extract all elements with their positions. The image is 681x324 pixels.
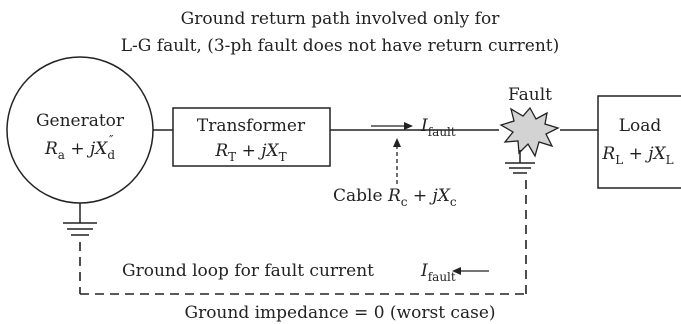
load-box (597, 95, 681, 189)
caption-line-1: Ground return path involved only for (181, 9, 501, 29)
generator-label: Generator (36, 111, 125, 131)
return-current-arrowhead (452, 267, 461, 275)
caption-line-2: L-G fault, (3-ph fault does not have ret… (121, 36, 559, 56)
ground-loop-label: Ground loop for fault current (122, 261, 374, 281)
cable-impedance: Cable Rc + jXc (333, 186, 457, 209)
load-label: Load (619, 116, 662, 136)
generator-impedance: Ra + jXd″ (44, 133, 115, 162)
fault-label: Fault (508, 85, 552, 105)
generator-ground-symbol (63, 203, 97, 236)
return-current-label: Ifault (420, 261, 456, 284)
ground-return-loop (79, 180, 527, 295)
fault-current-arrowhead (404, 122, 413, 130)
fault-burst-icon (499, 106, 560, 158)
transformer-label: Transformer (197, 116, 306, 136)
ground-impedance-label: Ground impedance = 0 (worst case) (184, 303, 495, 323)
load-impedance: RL + jXL (601, 144, 673, 167)
transformer-box (172, 107, 331, 167)
cable-pointer-arrowhead (393, 138, 401, 147)
transformer-impedance: RT + jXT (214, 141, 286, 164)
fault-current-label: Ifault (420, 116, 456, 139)
fault-ground-symbol (505, 150, 535, 174)
